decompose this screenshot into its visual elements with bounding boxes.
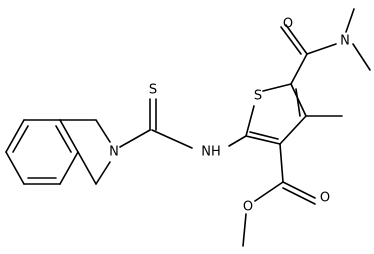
ester-ether-oxygen-label: O bbox=[243, 200, 253, 215]
dimethylcarbamoyl-group bbox=[280, 8, 371, 85]
thioamide-group bbox=[119, 98, 193, 149]
amide-nh-label: NH bbox=[201, 145, 221, 160]
piperidine-ring bbox=[59, 119, 111, 185]
ring-nitrogen-label: N bbox=[109, 145, 119, 160]
amide-oxygen-label: O bbox=[283, 17, 293, 32]
thiophene-sulfur-label: S bbox=[254, 89, 262, 104]
thioamide-sulfur-label: S bbox=[149, 83, 157, 98]
thiophene-ring bbox=[228, 83, 307, 147]
dimethyl-nitrogen-label: N bbox=[340, 34, 350, 49]
ester-carbonyl-oxygen-label: O bbox=[320, 191, 330, 206]
methyl-ester-group bbox=[242, 143, 316, 247]
benzene-ring bbox=[5, 119, 79, 185]
